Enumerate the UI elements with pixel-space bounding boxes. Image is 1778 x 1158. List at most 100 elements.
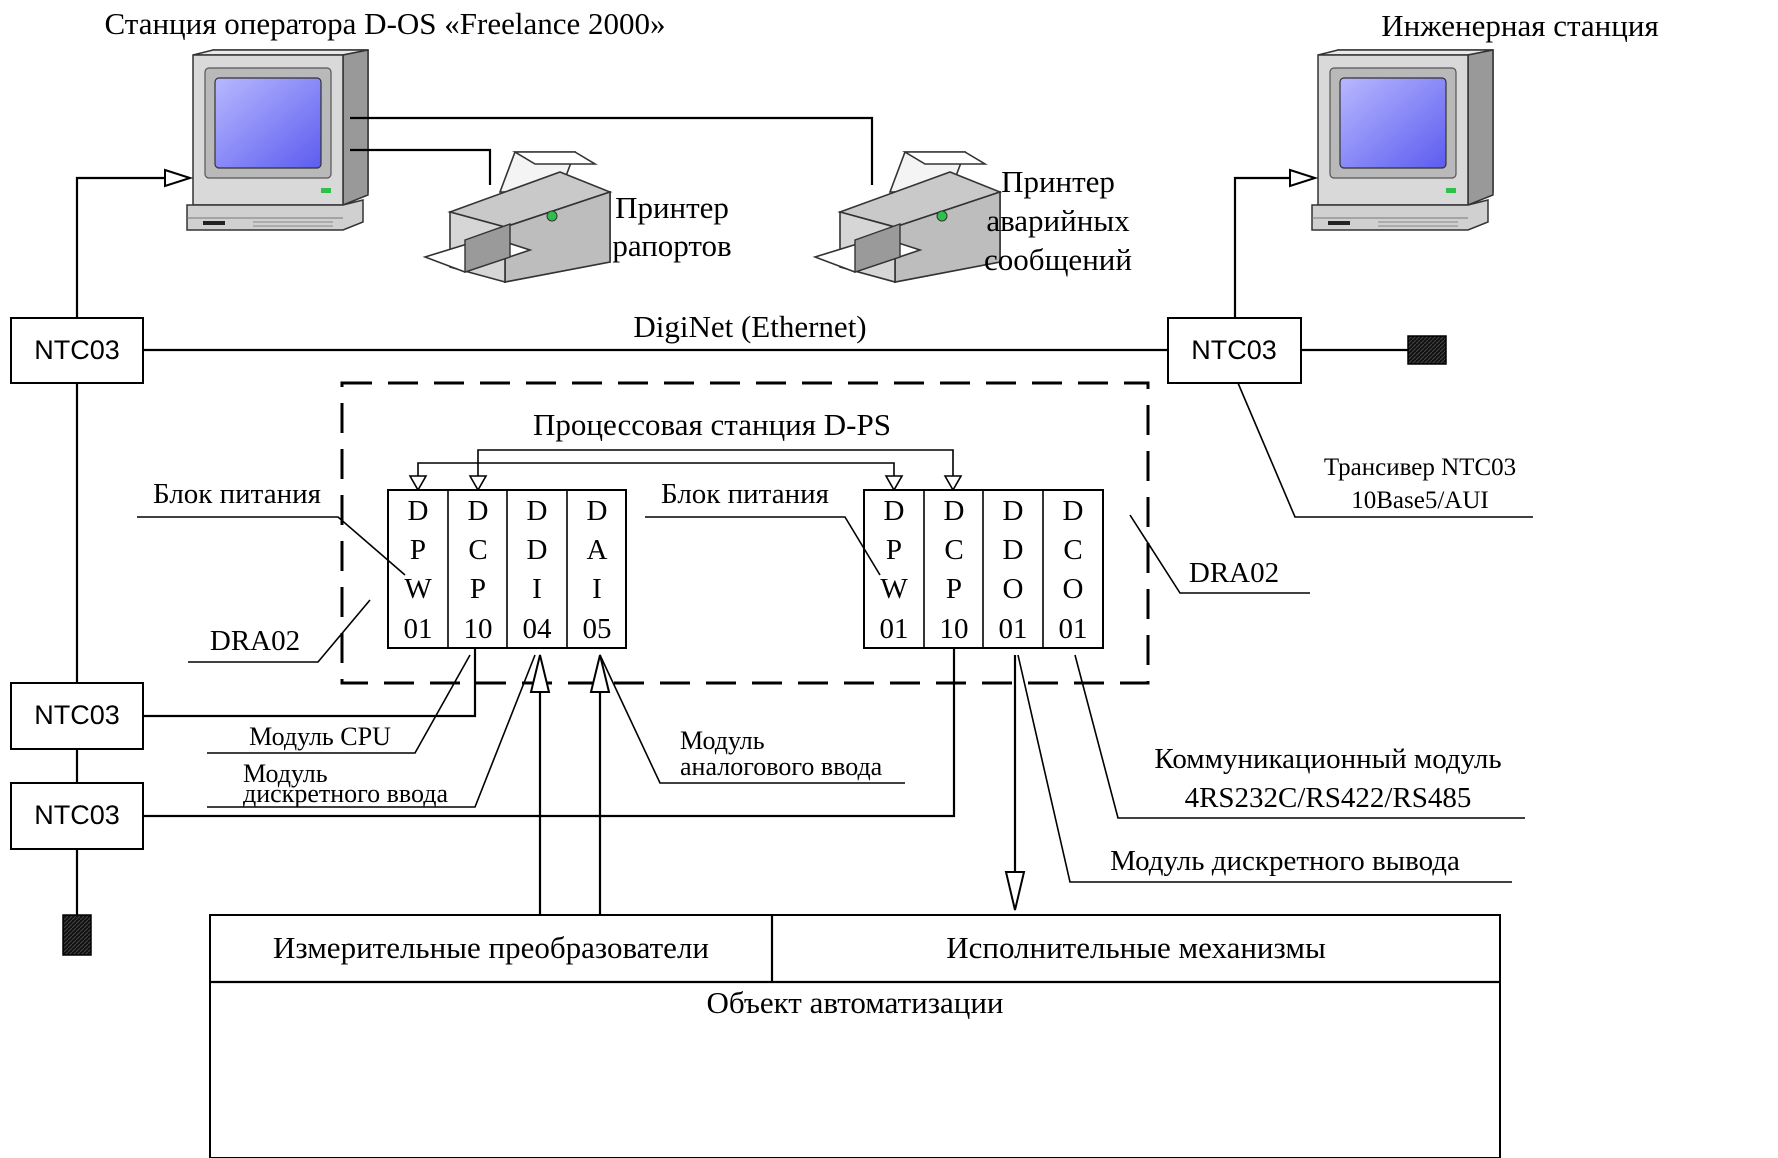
alarm-printer-cable	[350, 116, 874, 185]
dra02-leader-right	[1129, 514, 1310, 594]
dra02-label-left: DRA02	[210, 625, 300, 657]
power-supply-leader-left	[137, 516, 406, 576]
ntc03-box-top-left: NTC03	[10, 317, 144, 384]
comm-module-label-2: 4RS232C/RS422/RS485	[1185, 782, 1472, 814]
transceiver-leader	[1237, 382, 1533, 518]
di-module-leader	[207, 654, 536, 808]
cpu-module-leader	[207, 654, 471, 754]
module-char: W	[404, 573, 432, 605]
ai-module-label-1: Модуль	[680, 726, 765, 755]
bracket-arrow	[468, 475, 488, 492]
module-ddi04: D D I 04	[523, 495, 553, 645]
comm-module-label-1: Коммуникационный модуль	[1154, 743, 1501, 775]
ntc03-box-middle: NTC03	[10, 682, 144, 750]
module-char: A	[587, 534, 608, 566]
operator-link-arrow	[164, 168, 194, 188]
cpu-link-left	[143, 648, 477, 718]
module-char: D	[944, 495, 965, 527]
ntc03-label: NTC03	[34, 800, 120, 830]
transceiver-label-2: 10Base5/AUI	[1351, 487, 1488, 514]
transceiver-label-1: Трансивер NTC03	[1324, 454, 1516, 481]
report-printer-icon	[424, 151, 611, 283]
module-char: 01	[880, 613, 909, 645]
module-char: 10	[940, 613, 969, 645]
automation-object-label: Объект автоматизации	[706, 985, 1003, 1020]
rack-right-modules: D P W 01 D C P 10 D D O 01 D C O 01	[880, 495, 1088, 645]
bracket-arrow	[884, 475, 904, 492]
sensors-label: Измерительные преобразователи	[273, 930, 709, 965]
ntc03-box-bottom: NTC03	[10, 782, 144, 850]
cpu-bracket-outer	[417, 462, 895, 478]
module-char: I	[592, 573, 602, 605]
module-char: 01	[999, 613, 1028, 645]
module-dcp10-right: D C P 10	[940, 495, 969, 645]
cpu-module-label: Модуль CPU	[249, 722, 391, 751]
diginet-label: DigiNet (Ethernet)	[633, 309, 866, 344]
alarm-printer-label-3: сообщений	[984, 242, 1132, 277]
process-station-title: Процессовая станция D-PS	[533, 407, 891, 442]
module-char: D	[1003, 534, 1024, 566]
module-char: 04	[523, 613, 553, 645]
module-char: D	[587, 495, 608, 527]
module-char: C	[468, 534, 487, 566]
module-dcp10-left: D C P 10	[464, 495, 493, 645]
dra02-label-right: DRA02	[1189, 557, 1279, 589]
module-char: D	[408, 495, 429, 527]
module-dco01: D C O 01	[1059, 495, 1088, 645]
module-char: 10	[464, 613, 493, 645]
module-char: 01	[404, 613, 433, 645]
module-char: C	[944, 534, 963, 566]
operator-link-line	[75, 176, 175, 318]
power-supply-label-right: Блок питания	[661, 478, 829, 510]
engineering-station-title: Инженерная станция	[1381, 8, 1658, 43]
ntc03-label: NTC03	[34, 700, 120, 730]
rack-left-modules: D P W 01 D C P 10 D D I 04 D A I 05	[404, 495, 612, 645]
ai-module-leader	[599, 654, 905, 784]
module-dpw01-left: D P W 01	[404, 495, 433, 645]
di-module-label-2: дискретного ввода	[243, 779, 449, 808]
module-char: O	[1003, 573, 1024, 605]
module-char: D	[527, 495, 548, 527]
right-terminator-icon	[1407, 335, 1447, 365]
dra02-leader-left	[188, 599, 371, 663]
module-char: 01	[1059, 613, 1088, 645]
alarm-printer-label-1: Принтер	[1001, 164, 1115, 199]
module-ddo01: D D O 01	[999, 495, 1028, 645]
do-module-label: Модуль дискретного вывода	[1110, 845, 1460, 877]
report-printer-label-1: Принтер	[615, 190, 729, 225]
report-printer-label-2: рапортов	[612, 228, 731, 263]
do-signal-arrow	[1004, 871, 1026, 911]
module-char: D	[468, 495, 489, 527]
engineering-computer-icon	[1311, 49, 1494, 231]
operator-station-title: Станция оператора D-OS «Freelance 2000»	[105, 6, 666, 41]
bottom-terminator-icon	[62, 914, 92, 956]
module-char: P	[410, 534, 426, 566]
module-dai05: D A I 05	[583, 495, 612, 645]
ai-module-label-2: аналогового ввода	[680, 752, 883, 781]
module-char: D	[527, 534, 548, 566]
engineering-link-arrow	[1289, 168, 1319, 188]
module-char: D	[1063, 495, 1084, 527]
report-printer-cable	[350, 148, 492, 185]
bracket-arrow	[943, 475, 963, 492]
ai-signal-arrow	[589, 654, 611, 693]
module-char: I	[532, 573, 542, 605]
module-char: O	[1063, 573, 1084, 605]
cpu-bracket-inner	[477, 449, 954, 478]
power-supply-label-left: Блок питания	[153, 478, 321, 510]
module-char: 05	[583, 613, 612, 645]
di-signal-arrow	[529, 654, 551, 693]
module-char: P	[946, 573, 962, 605]
ntc03-label: NTC03	[34, 335, 120, 365]
ntc03-label: NTC03	[1191, 335, 1277, 365]
do-module-leader	[1017, 654, 1512, 883]
alarm-printer-icon	[814, 151, 1001, 283]
ntc03-box-top-right: NTC03	[1167, 317, 1302, 384]
cpu-link-right	[143, 648, 956, 818]
rack-left	[387, 489, 627, 649]
power-supply-leader-right	[645, 516, 881, 576]
module-dpw01-right: D P W 01	[880, 495, 909, 645]
module-char: P	[886, 534, 902, 566]
